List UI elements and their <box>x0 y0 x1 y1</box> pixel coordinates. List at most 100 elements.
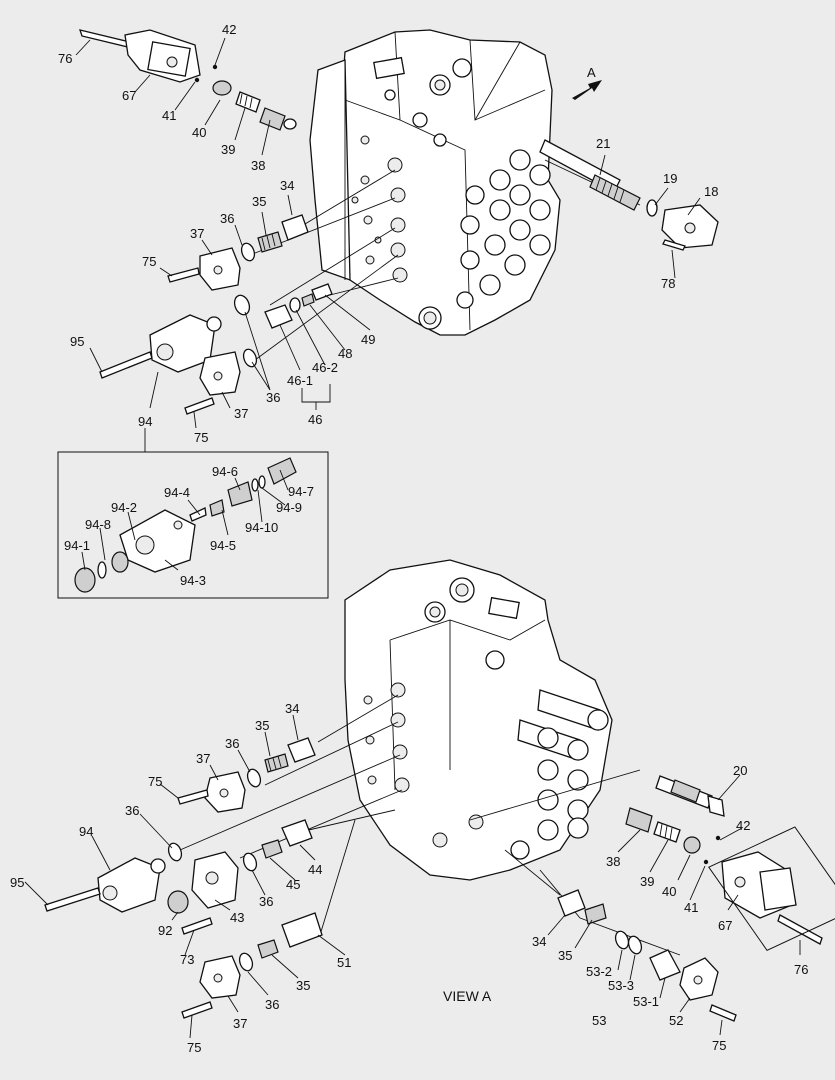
callout-94-3: 94-3 <box>180 573 206 588</box>
callout-46-2: 46-2 <box>312 360 338 375</box>
callout-43-va: 43 <box>230 910 244 925</box>
pilot-cover-67-view-a <box>721 851 823 945</box>
callout-51-va: 51 <box>337 955 351 970</box>
callout-19: 19 <box>663 171 677 186</box>
callout-40-va: 40 <box>662 884 676 899</box>
callout-48: 48 <box>338 346 352 361</box>
callout-37: 37 <box>190 226 204 241</box>
spool-ends-view-a <box>510 689 609 860</box>
relief-valve-94-view-a <box>44 842 183 913</box>
callout-45-va: 45 <box>286 877 300 892</box>
callout-labels-top: 76 42 67 41 40 39 38 21 A 19 18 78 34 35… <box>58 22 718 445</box>
cover-37-lower <box>184 348 258 415</box>
parts-53-view-a <box>614 930 737 1022</box>
spool-caps-right <box>460 149 551 296</box>
callout-35c-va: 35 <box>558 948 572 963</box>
bracket-46 <box>301 384 331 410</box>
callout-94-8: 94-8 <box>85 517 111 532</box>
parts-38-41-view-a <box>625 807 721 865</box>
callout-67-va: 67 <box>718 918 732 933</box>
callout-46-1: 46-1 <box>287 373 313 388</box>
plug-34-35-view-a <box>246 737 316 788</box>
pilot-cover-assembly-67 <box>79 29 218 83</box>
callout-94-9: 94-9 <box>276 500 302 515</box>
parts-34-35-view-a-right <box>557 889 607 925</box>
callout-75c-va: 75 <box>712 1038 726 1053</box>
callout-37b-va: 37 <box>233 1016 247 1031</box>
cover-37-top <box>167 247 241 291</box>
callout-34-va: 34 <box>285 701 299 716</box>
callout-37-va: 37 <box>196 751 210 766</box>
callout-94-6: 94-6 <box>212 464 238 479</box>
callout-37-lower: 37 <box>234 406 248 421</box>
callout-53-va: 53 <box>592 1013 606 1028</box>
callout-94-va: 94 <box>79 824 93 839</box>
callout-labels-view-a: 34 35 36 37 75 36 94 95 92 43 73 36 45 4… <box>10 701 808 1055</box>
main-control-valve-top <box>309 29 561 336</box>
callout-36b-va: 36 <box>125 803 139 818</box>
callout-36: 36 <box>220 211 234 226</box>
callout-94-2: 94-2 <box>111 500 137 515</box>
parts-51-35-36-37-lower <box>181 912 323 1019</box>
callout-39: 39 <box>221 142 235 157</box>
parts-44-45-36 <box>242 819 313 872</box>
callout-92-va: 92 <box>158 923 172 938</box>
callout-34: 34 <box>280 178 294 193</box>
callout-53-2-va: 53-2 <box>586 964 612 979</box>
port-holes-view-a <box>363 682 484 848</box>
callout-20-va: 20 <box>733 763 747 778</box>
callout-40: 40 <box>192 125 206 140</box>
callout-36-va: 36 <box>225 736 239 751</box>
callout-42-va: 42 <box>736 818 750 833</box>
callout-78: 78 <box>661 276 675 291</box>
callout-36d-va: 36 <box>265 997 279 1012</box>
spool-20-assembly-view-a <box>655 775 725 817</box>
callout-49: 49 <box>361 332 375 347</box>
callout-21: 21 <box>596 136 610 151</box>
callout-18: 18 <box>704 184 718 199</box>
callout-94-5: 94-5 <box>210 538 236 553</box>
relief-valve-94-top <box>99 294 251 379</box>
callout-67: 67 <box>122 88 136 103</box>
callout-36c-va: 36 <box>259 894 273 909</box>
callout-41-va: 41 <box>684 900 698 915</box>
callout-75: 75 <box>142 254 156 269</box>
leader-lines <box>24 37 801 1039</box>
callout-34b-va: 34 <box>532 934 546 949</box>
main-control-valve-view-a <box>344 559 613 881</box>
callout-38: 38 <box>251 158 265 173</box>
plug-34-35-36 <box>240 214 309 262</box>
callout-75-lower: 75 <box>194 430 208 445</box>
detail-94-parts <box>74 457 297 593</box>
cover-43-and-plug-92 <box>167 851 239 935</box>
callout-42: 42 <box>222 22 236 37</box>
callout-35b-va: 35 <box>296 978 310 993</box>
spring-parts-38-40 <box>212 80 297 131</box>
callout-94-4: 94-4 <box>164 485 190 500</box>
callout-76: 76 <box>58 51 72 66</box>
view-a-label: VIEW A <box>443 988 492 1004</box>
check-valve-46-48-49 <box>264 283 333 329</box>
view-a-arrow <box>572 80 602 100</box>
callout-35: 35 <box>252 194 266 209</box>
callout-41: 41 <box>162 108 176 123</box>
cover-37-view-a <box>177 771 246 813</box>
callout-75-va: 75 <box>148 774 162 789</box>
callout-38-va: 38 <box>606 854 620 869</box>
callout-76-va: 76 <box>794 962 808 977</box>
callout-95-va: 95 <box>10 875 24 890</box>
callout-52-va: 52 <box>669 1013 683 1028</box>
spool-21-assembly <box>539 139 719 251</box>
callout-39-va: 39 <box>640 874 654 889</box>
callout-94-7: 94-7 <box>288 484 314 499</box>
callout-75b-va: 75 <box>187 1040 201 1055</box>
callout-44-va: 44 <box>308 862 322 877</box>
callout-46: 46 <box>308 412 322 427</box>
callout-94: 94 <box>138 414 152 429</box>
callout-53-3-va: 53-3 <box>608 978 634 993</box>
callout-73-va: 73 <box>180 952 194 967</box>
callout-labels-detail-94: 94-6 94-7 94-9 94-10 94-4 94-5 94-2 94-8… <box>64 464 314 588</box>
callout-view-a-arrow: A <box>587 65 596 80</box>
callout-36-lower: 36 <box>266 390 280 405</box>
